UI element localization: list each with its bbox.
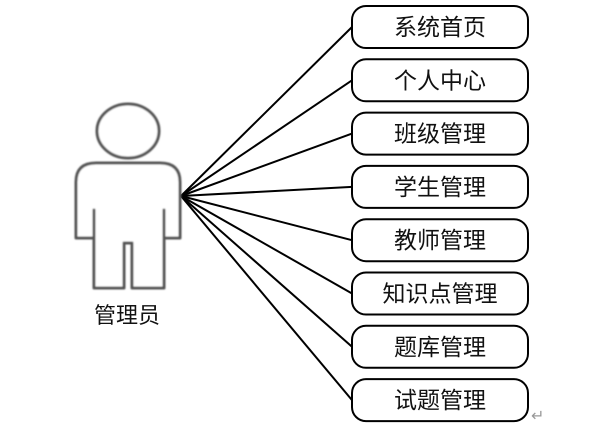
actor-body xyxy=(74,161,182,290)
association-line xyxy=(180,195,353,401)
actor-label: 管理员 xyxy=(94,304,160,329)
use-case-label: 题库管理 xyxy=(394,335,486,361)
association-line xyxy=(180,185,353,197)
use-case-box: 题库管理 xyxy=(351,324,529,369)
return-arrow-icon: ↵ xyxy=(531,406,544,425)
use-case-label: 个人中心 xyxy=(394,68,486,94)
use-case-label: 学生管理 xyxy=(394,175,486,201)
association-line xyxy=(180,195,353,348)
use-case-box: 系统首页 xyxy=(351,5,529,49)
use-case-outline xyxy=(351,58,529,103)
use-case-box: 知识点管理 xyxy=(351,271,529,316)
association-line xyxy=(180,26,353,197)
use-case-box: 个人中心 xyxy=(351,58,529,103)
association-line xyxy=(180,195,353,242)
association-line xyxy=(180,132,353,197)
use-case-outline xyxy=(351,164,529,209)
use-case-box: 班级管理 xyxy=(351,111,529,156)
use-case-box: 教师管理 xyxy=(351,218,529,263)
association-line xyxy=(180,195,353,295)
use-case-label: 知识点管理 xyxy=(383,282,498,308)
use-case-outline xyxy=(351,111,529,156)
use-case-box: 试题管理 xyxy=(351,378,529,423)
use-case-label: 系统首页 xyxy=(394,15,486,41)
actor-person-icon xyxy=(74,102,182,290)
use-case-box: 学生管理 xyxy=(351,164,529,209)
association-line xyxy=(180,79,353,197)
use-case-outline xyxy=(351,218,529,263)
use-case-outline xyxy=(351,378,529,423)
use-case-label: 教师管理 xyxy=(394,228,486,254)
association-lines xyxy=(180,26,353,401)
use-case-label: 试题管理 xyxy=(394,388,486,414)
use-case-label: 班级管理 xyxy=(394,122,486,148)
use-case-outline xyxy=(351,324,529,369)
actor-head xyxy=(95,102,161,160)
use-case-outline xyxy=(351,5,529,49)
use-case-outline xyxy=(351,271,529,316)
